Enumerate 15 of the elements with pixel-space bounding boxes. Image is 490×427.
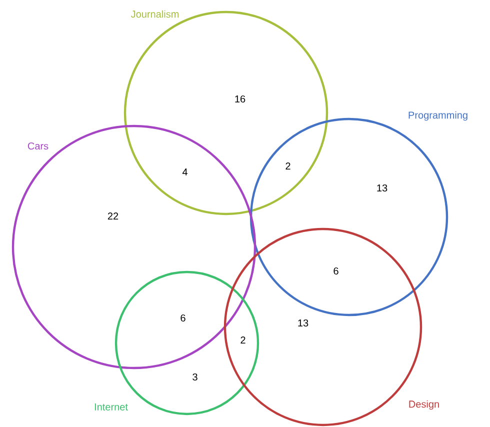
set-label: Internet xyxy=(94,404,128,410)
count-label: 6 xyxy=(180,314,186,322)
count-label: 4 xyxy=(182,168,188,176)
set-label: Programming xyxy=(408,111,468,121)
count-label: 2 xyxy=(286,162,290,170)
count-label: 6 xyxy=(334,267,338,275)
count-label: 13 xyxy=(298,319,308,327)
count-label: 16 xyxy=(235,95,246,103)
count-label: 13 xyxy=(377,184,388,192)
set-label: Design xyxy=(409,400,439,410)
count-label: 22 xyxy=(108,212,118,220)
count-label: 3 xyxy=(192,373,198,381)
set-label: Journalism xyxy=(130,10,178,18)
count-label: 2 xyxy=(240,336,246,344)
set-label: Cars xyxy=(28,142,48,150)
